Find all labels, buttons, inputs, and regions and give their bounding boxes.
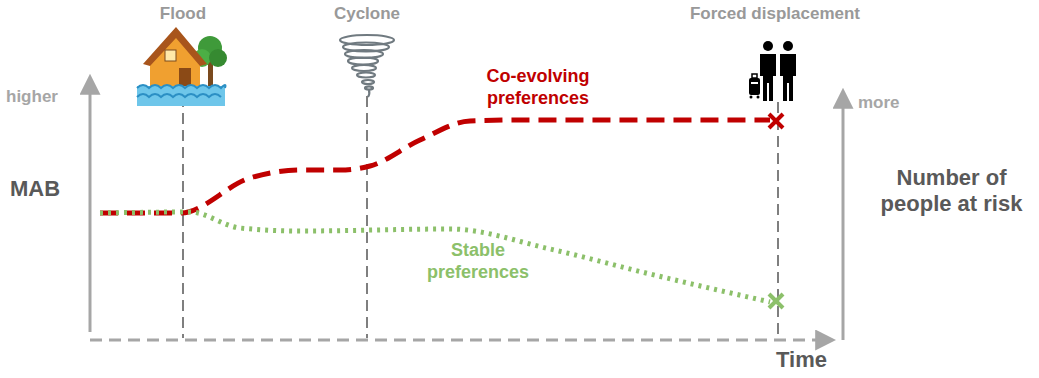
axis-title: Number of people at risk — [869, 165, 1034, 218]
axis-title: MAB — [10, 176, 86, 202]
event-label: Flood — [123, 4, 243, 24]
curve-label: Co-evolving preferences — [468, 66, 608, 109]
end-marker — [769, 114, 783, 128]
event-label: Cyclone — [307, 4, 427, 24]
people-icon — [749, 41, 796, 101]
stable-curve — [100, 212, 770, 302]
co-evolving-curve — [100, 120, 770, 213]
event-label: Forced displacement — [660, 4, 890, 24]
right-axis — [842, 92, 845, 340]
axis-title: Time — [776, 347, 856, 373]
y-axis — [89, 78, 92, 332]
event-line — [366, 96, 368, 338]
curve-label: Stable preferences — [413, 240, 543, 283]
axis-label: more — [858, 93, 938, 113]
time-axis — [90, 339, 832, 342]
axis-label: higher — [6, 87, 86, 107]
end-marker — [769, 294, 783, 308]
event-line — [182, 96, 184, 338]
flood-icon — [137, 27, 227, 106]
cyclone-icon — [340, 35, 394, 97]
